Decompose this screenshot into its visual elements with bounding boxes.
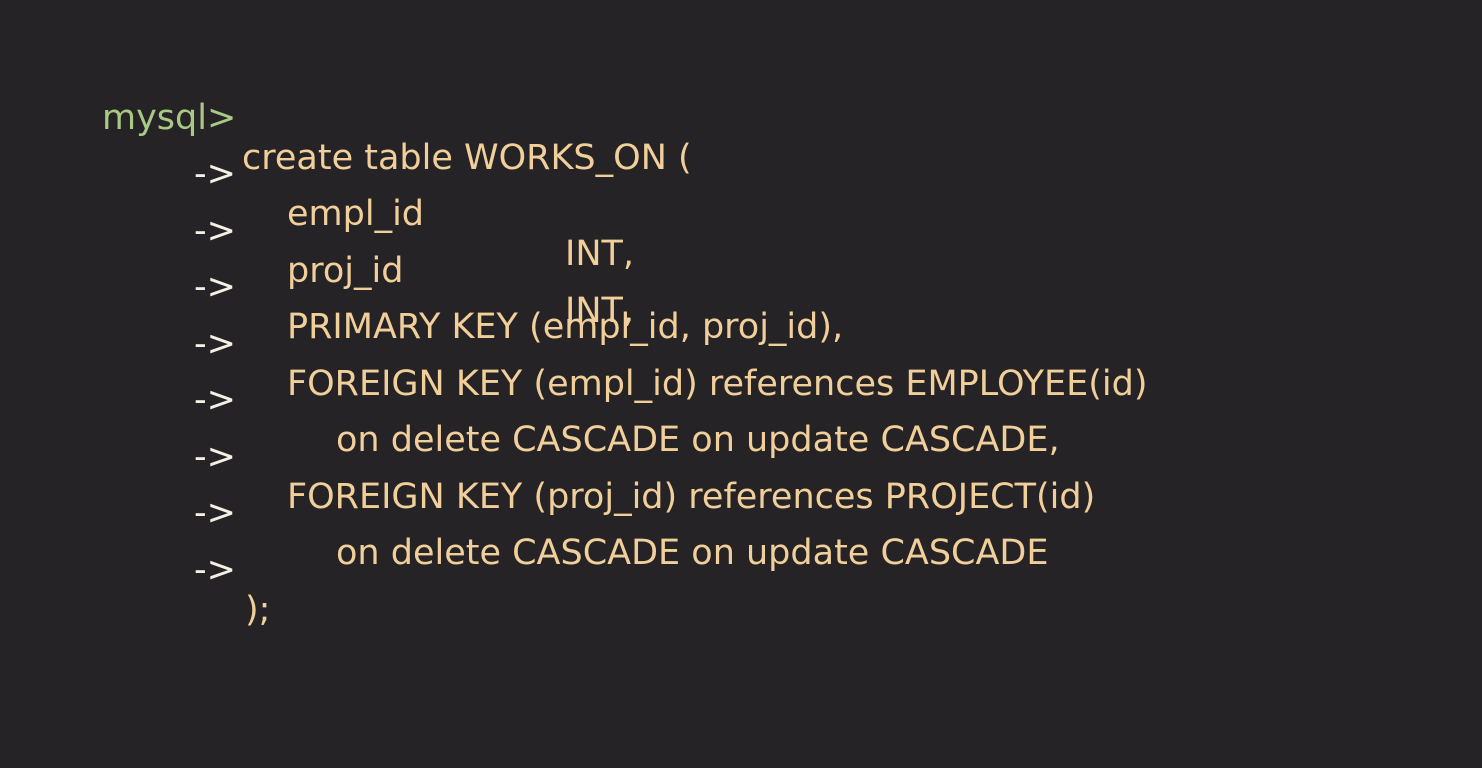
cascade-clause-employee: on delete CASCADE on update CASCADE,	[336, 420, 1060, 460]
column-name-proj-id: proj_id	[287, 251, 404, 291]
mysql-prompt: mysql>	[102, 98, 237, 138]
terminal-line-1: mysql> create table WORKS_ON (	[0, 58, 692, 178]
foreign-key-employee-clause: FOREIGN KEY (empl_id) references EMPLOYE…	[287, 364, 1148, 404]
primary-key-clause: PRIMARY KEY (empl_id, proj_id),	[287, 307, 844, 347]
column-name-empl-id: empl_id	[287, 194, 425, 234]
cascade-clause-project: on delete CASCADE on update CASCADE	[336, 533, 1049, 573]
column-type-empl-id: INT,	[565, 234, 635, 274]
continuation-prompt: ->	[194, 211, 236, 251]
terminal-line-5: -> FOREIGN KEY (empl_id) references EMPL…	[0, 284, 1148, 404]
closing-statement: );	[245, 590, 271, 630]
continuation-prompt: ->	[194, 380, 236, 420]
terminal-line-8: -> on delete CASCADE on update CASCADE	[0, 453, 1049, 573]
continuation-prompt: ->	[194, 324, 236, 364]
terminal-line-3: -> proj_id INT,	[0, 171, 634, 331]
terminal-line-7: -> FOREIGN KEY (proj_id) references PROJ…	[0, 397, 1095, 517]
terminal-line-6: -> on delete CASCADE on update CASCADE,	[0, 340, 1060, 460]
continuation-prompt: ->	[194, 154, 236, 194]
column-type-proj-id: INT,	[565, 291, 635, 331]
continuation-prompt: ->	[194, 437, 236, 477]
continuation-prompt: ->	[194, 267, 236, 307]
continuation-prompt: ->	[194, 493, 236, 533]
create-table-statement: create table WORKS_ON (	[242, 138, 692, 178]
terminal-line-9: -> );	[0, 510, 270, 630]
continuation-prompt: ->	[194, 550, 236, 590]
terminal-line-2: -> empl_id INT,	[0, 114, 634, 274]
foreign-key-project-clause: FOREIGN KEY (proj_id) references PROJECT…	[287, 477, 1096, 517]
terminal-line-4: -> PRIMARY KEY (empl_id, proj_id),	[0, 227, 843, 347]
